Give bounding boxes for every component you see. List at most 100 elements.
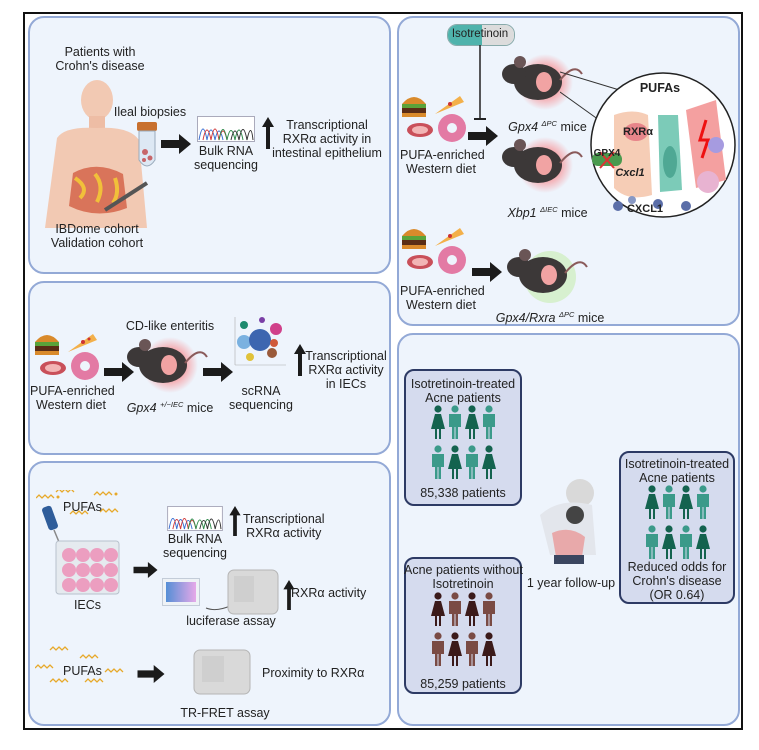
person-male-icon xyxy=(663,485,675,519)
control-group-box xyxy=(404,557,522,694)
mouse-gpx4-illustration xyxy=(502,54,583,110)
people-icons-teal xyxy=(645,485,710,559)
person-female-icon xyxy=(431,405,445,439)
arrow-right-icon xyxy=(161,134,191,154)
person-male-icon xyxy=(697,485,709,519)
sample-tube-icon xyxy=(137,122,157,167)
tsne-plot-icon xyxy=(234,317,286,366)
group2-count: 85,259 patients xyxy=(420,677,506,691)
arrow-up-icon xyxy=(229,506,241,536)
ileal-biopsies-label: Ileal biopsies xyxy=(113,105,187,119)
person-female-icon xyxy=(465,592,479,626)
person-male-icon xyxy=(449,592,461,626)
person-male-icon xyxy=(483,405,495,439)
person-female-icon xyxy=(662,525,676,559)
person-female-icon xyxy=(482,632,496,666)
rxra-activity-result: RXRα activity xyxy=(291,586,367,600)
luciferase-assay-label: luciferase assay xyxy=(186,614,276,628)
arrow-up-icon xyxy=(262,117,274,149)
inhibition-line xyxy=(474,45,486,120)
person-female-icon xyxy=(482,445,496,479)
mouse-protected-illustration xyxy=(507,249,588,303)
outcome-box xyxy=(619,451,735,604)
person-male-icon xyxy=(483,592,495,626)
iecs-label: IECs xyxy=(73,598,102,612)
person-female-icon xyxy=(431,592,445,626)
gpx4-mouse-label: Gpx4 +/−IEC mice xyxy=(126,400,214,416)
isotretinoin-capsule xyxy=(447,24,515,46)
plate-reader-luciferase-icon xyxy=(205,569,279,615)
inset-cxcl1-gene-label: Cxcl1 xyxy=(615,167,645,179)
inset-cxcl1-label: CXCL1 xyxy=(626,203,664,215)
inset-rxra-label: RXRα xyxy=(623,126,653,138)
person-female-icon xyxy=(679,485,693,519)
people-icons-teal xyxy=(431,405,496,479)
arrow-right-icon xyxy=(137,665,165,683)
sequencing-chromatogram-icon xyxy=(167,506,223,531)
arrow-right-icon xyxy=(133,562,158,578)
western-diet-food-icon xyxy=(35,334,99,380)
person-female-icon xyxy=(465,405,479,439)
trfret-assay-label: TR-FRET assay xyxy=(180,706,270,720)
pufas-label: PUFAs xyxy=(63,500,102,514)
abdominal-pain-person-illustration xyxy=(540,479,596,564)
person-female-icon xyxy=(448,445,462,479)
inset-pufas-label: PUFAs xyxy=(639,81,681,95)
arrow-right-icon xyxy=(203,362,233,382)
pufa-molecules-icon xyxy=(36,490,119,515)
followup-label: 1 year follow-up xyxy=(526,576,616,590)
isotretinoin-label: Isotretinoin xyxy=(451,28,509,40)
arrow-up-icon xyxy=(294,344,306,376)
arrow-right-icon xyxy=(468,126,498,146)
mouse-inflamed-illustration xyxy=(127,337,208,393)
western-diet-food-icon xyxy=(402,228,466,274)
person-female-icon xyxy=(696,525,710,559)
arrow-right-icon xyxy=(104,362,134,382)
sequencing-chromatogram-icon xyxy=(197,116,255,142)
mouse-xbp1-illustration xyxy=(502,137,583,193)
person-male-icon xyxy=(432,445,444,479)
human-body-illustration xyxy=(45,80,149,228)
person-male-icon xyxy=(680,525,692,559)
pufa-molecules-icon xyxy=(35,646,124,683)
people-icons-brown xyxy=(431,592,496,666)
person-male-icon xyxy=(646,525,658,559)
inset-gpx4-label: GPX4 xyxy=(593,148,621,159)
isotretinoin-group-box xyxy=(404,369,522,506)
proximity-result: Proximity to RXRα xyxy=(262,666,365,680)
gpx4-rxra-mouse-label: Gpx4/Rxra ΔPC mice xyxy=(495,310,605,326)
plate-reader-trfret-icon xyxy=(193,649,251,695)
epithelium-inset-illustration xyxy=(590,72,736,218)
gpx4-mouse-label: Gpx4 ΔPC mice xyxy=(508,119,587,135)
person-male-icon xyxy=(449,405,461,439)
person-female-icon xyxy=(645,485,659,519)
person-male-icon xyxy=(466,632,478,666)
person-male-icon xyxy=(466,445,478,479)
arrow-up-icon xyxy=(283,580,295,610)
pufas-label: PUFAs xyxy=(63,664,102,678)
person-male-icon xyxy=(432,632,444,666)
group1-count: 85,338 patients xyxy=(420,486,506,500)
person-female-icon xyxy=(448,632,462,666)
xbp1-mouse-label: Xbp1 ΔIEC mice xyxy=(507,205,588,221)
cd-like-enteritis-label: CD-like enteritis xyxy=(125,319,215,333)
multiwell-plate-icon xyxy=(162,578,200,606)
arrow-right-icon xyxy=(472,262,502,282)
cell-culture-plate-icon xyxy=(55,540,120,595)
western-diet-food-icon xyxy=(402,96,466,142)
